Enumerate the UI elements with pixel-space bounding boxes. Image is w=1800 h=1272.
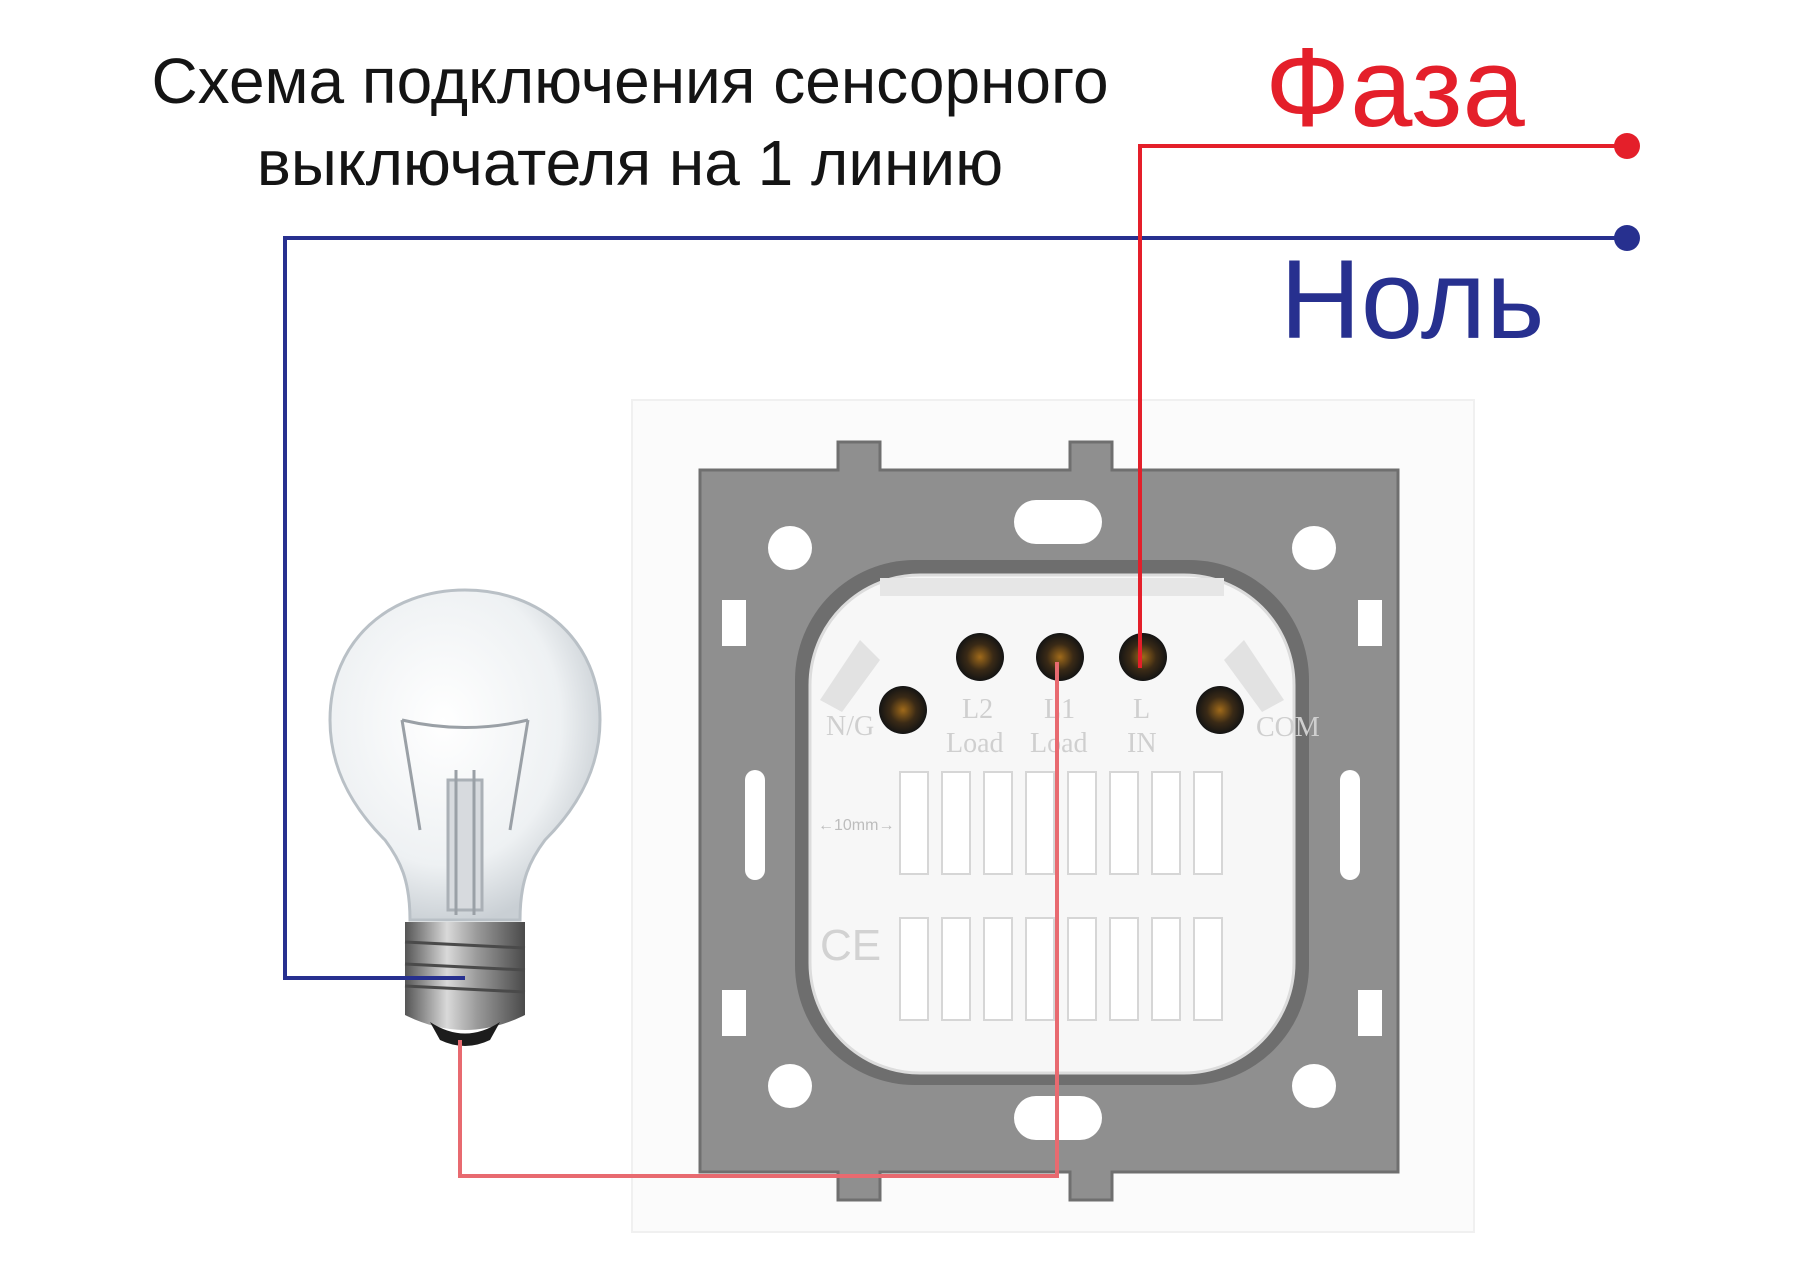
terminal-l-sub-label: IN bbox=[1127, 728, 1157, 759]
neutral-terminal-dot bbox=[1614, 225, 1640, 251]
ce-mark: CE bbox=[820, 921, 881, 970]
terminal-l1-hole bbox=[1036, 633, 1084, 681]
terminal-l2-label: L2 bbox=[962, 694, 993, 725]
terminal-l2-hole bbox=[956, 633, 1004, 681]
load-wire bbox=[458, 662, 1059, 1178]
title-line-1: Схема подключения сенсорного bbox=[151, 45, 1109, 117]
terminal-l-hole bbox=[1119, 633, 1167, 681]
vent-slots bbox=[899, 771, 1223, 1021]
bulb-filament bbox=[400, 718, 530, 915]
diagram-title: Схема подключения сенсорного выключателя… bbox=[60, 40, 1200, 204]
terminal-l1-label: L1 bbox=[1044, 694, 1075, 725]
terminal-holes bbox=[879, 633, 1244, 734]
phase-wire bbox=[1138, 144, 1627, 668]
terminal-com-hole bbox=[1196, 686, 1244, 734]
terminal-ng-hole bbox=[879, 686, 927, 734]
terminal-ng-label: N/G bbox=[826, 711, 874, 742]
terminal-com-label: COM bbox=[1256, 712, 1320, 743]
phase-terminal-dot bbox=[1614, 133, 1640, 159]
neutral-label: Ноль bbox=[1280, 237, 1545, 362]
phase-label: Фаза bbox=[1265, 25, 1525, 150]
neutral-wire bbox=[283, 236, 1627, 980]
bulb-base bbox=[404, 922, 526, 1046]
size-mark: ←10mm→ bbox=[818, 817, 894, 834]
title-line-2: выключателя на 1 линию bbox=[256, 127, 1004, 199]
terminal-l2-sub-label: Load bbox=[946, 728, 1004, 759]
terminal-l-label: L bbox=[1133, 694, 1150, 725]
